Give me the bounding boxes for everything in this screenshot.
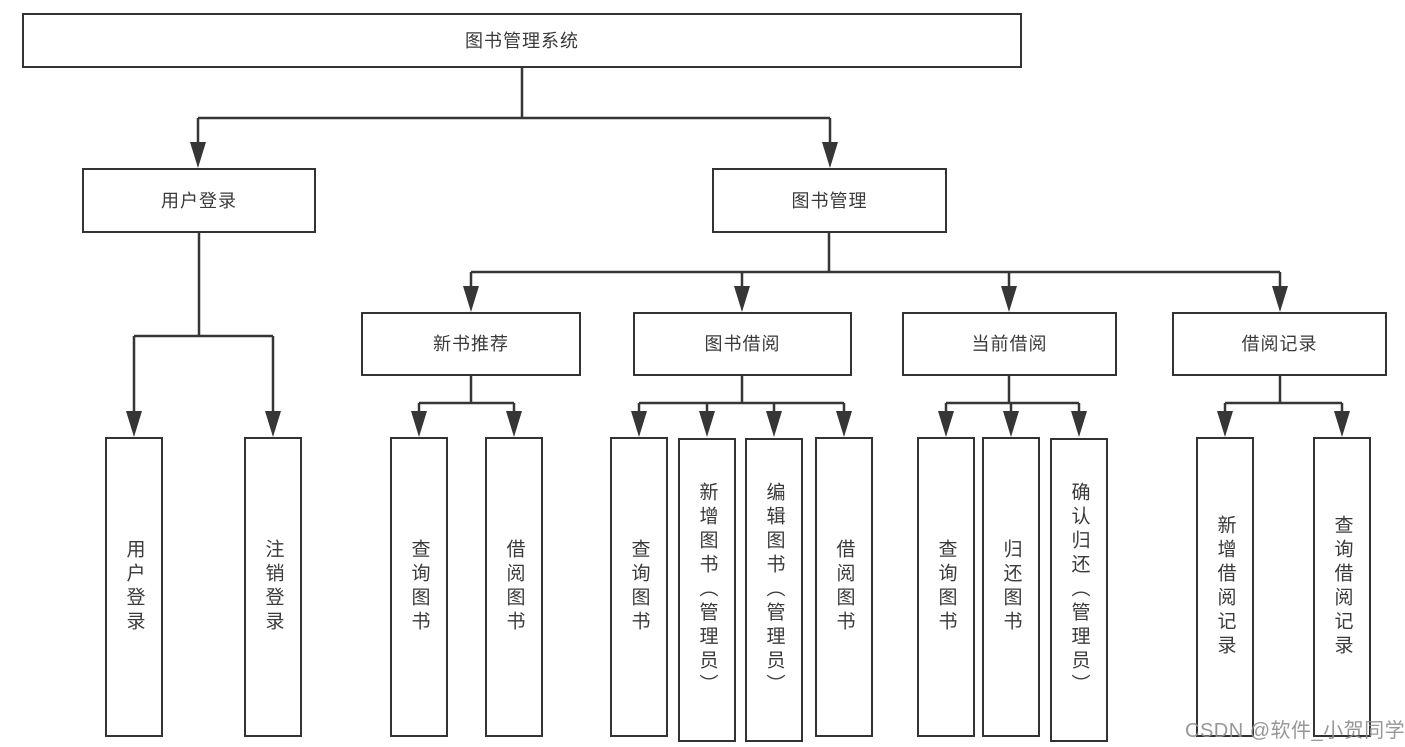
node-borrow-records: 借阅记录	[1172, 312, 1387, 376]
leaf-user-login: 用户登录	[105, 437, 163, 737]
arrowheads-userlogin-leaves	[126, 411, 281, 437]
connector-currentborrow-to-leaves	[944, 376, 1081, 415]
node-book-borrowing: 图书借阅	[633, 312, 852, 376]
connector-borrowrecords-to-leaves	[1223, 376, 1344, 415]
leaf-add-books-admin: 新增图书（管理员）	[678, 438, 736, 742]
leaf-edit-books-admin: 编辑图书（管理员）	[745, 438, 803, 742]
leaf-add-borrow-record: 新增借阅记录	[1196, 437, 1254, 737]
node-current-borrowing: 当前借阅	[902, 312, 1117, 376]
leaf-borrow-books-newbooks: 借阅图书	[485, 437, 543, 737]
node-root-system: 图书管理系统	[22, 13, 1022, 68]
arrowheads-level3	[463, 286, 1288, 312]
connector-newbooks-to-leaves	[417, 376, 516, 415]
node-book-management: 图书管理	[712, 168, 947, 233]
connector-bookborrow-to-leaves	[637, 376, 846, 415]
node-user-login: 用户登录	[82, 168, 316, 233]
leaf-return-books: 归还图书	[982, 437, 1040, 737]
arrowheads-leaves	[411, 411, 1350, 437]
connector-userlogin-to-leaves	[132, 233, 275, 415]
connector-root-to-level2	[196, 68, 832, 146]
csdn-watermark: CSDN @软件_小贺同学	[1185, 720, 1405, 742]
arrowheads-level2	[190, 142, 838, 168]
node-new-book-recommend: 新书推荐	[361, 312, 581, 376]
leaf-query-books-borrow: 查询图书	[610, 437, 668, 737]
connector-bookmgmt-to-level3	[469, 233, 1282, 290]
leaf-query-books-newbooks: 查询图书	[390, 437, 448, 737]
leaf-logout: 注销登录	[244, 437, 302, 737]
leaf-query-borrow-record: 查询借阅记录	[1313, 437, 1371, 737]
leaf-confirm-return-admin: 确认归还（管理员）	[1050, 438, 1108, 742]
leaf-borrow-books: 借阅图书	[815, 437, 873, 737]
leaf-query-books-current: 查询图书	[917, 437, 975, 737]
